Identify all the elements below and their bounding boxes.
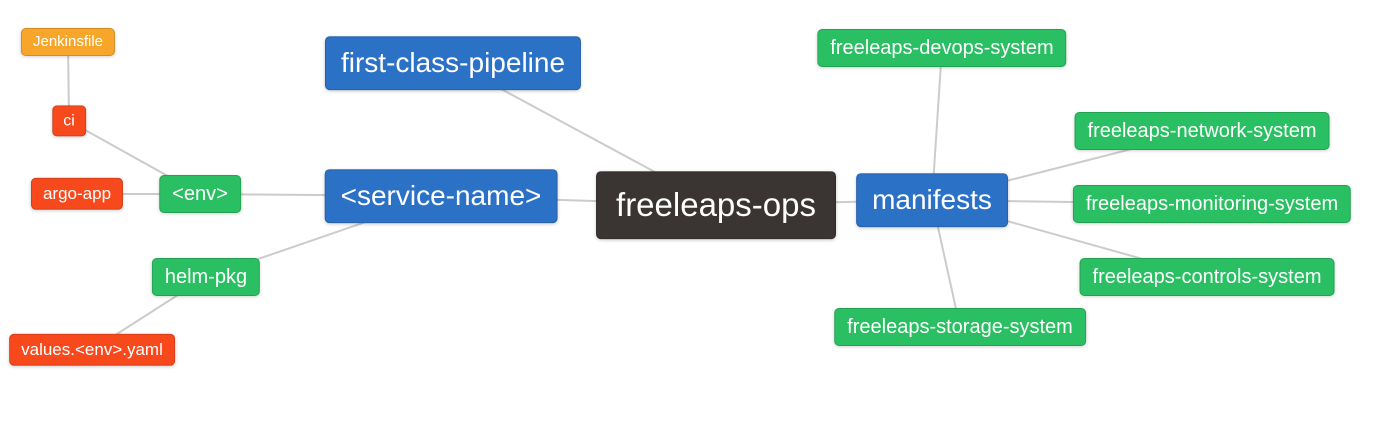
node-values-env-yaml[interactable]: values.<env>.yaml	[9, 333, 175, 367]
node-freeleaps-controls-system[interactable]: freeleaps-controls-system	[1079, 258, 1335, 296]
node-argo-app[interactable]: argo-app	[30, 177, 124, 211]
node-manifests[interactable]: manifests	[856, 173, 1008, 227]
node-freeleaps-devops-system[interactable]: freeleaps-devops-system	[817, 29, 1067, 67]
node-freeleaps-storage-system[interactable]: freeleaps-storage-system	[834, 308, 1086, 346]
node-env[interactable]: <env>	[159, 175, 241, 213]
node-freeleaps-monitoring-system[interactable]: freeleaps-monitoring-system	[1072, 185, 1352, 223]
node-first-class-pipeline[interactable]: first-class-pipeline	[324, 36, 582, 90]
node-ci[interactable]: ci	[52, 105, 86, 137]
node-service-name[interactable]: <service-name>	[324, 169, 558, 223]
node-helm-pkg[interactable]: helm-pkg	[151, 258, 261, 296]
node-freeleaps-ops[interactable]: freeleaps-ops	[596, 171, 836, 239]
node-jenkinsfile[interactable]: Jenkinsfile	[20, 28, 116, 56]
node-freeleaps-network-system[interactable]: freeleaps-network-system	[1074, 112, 1330, 150]
